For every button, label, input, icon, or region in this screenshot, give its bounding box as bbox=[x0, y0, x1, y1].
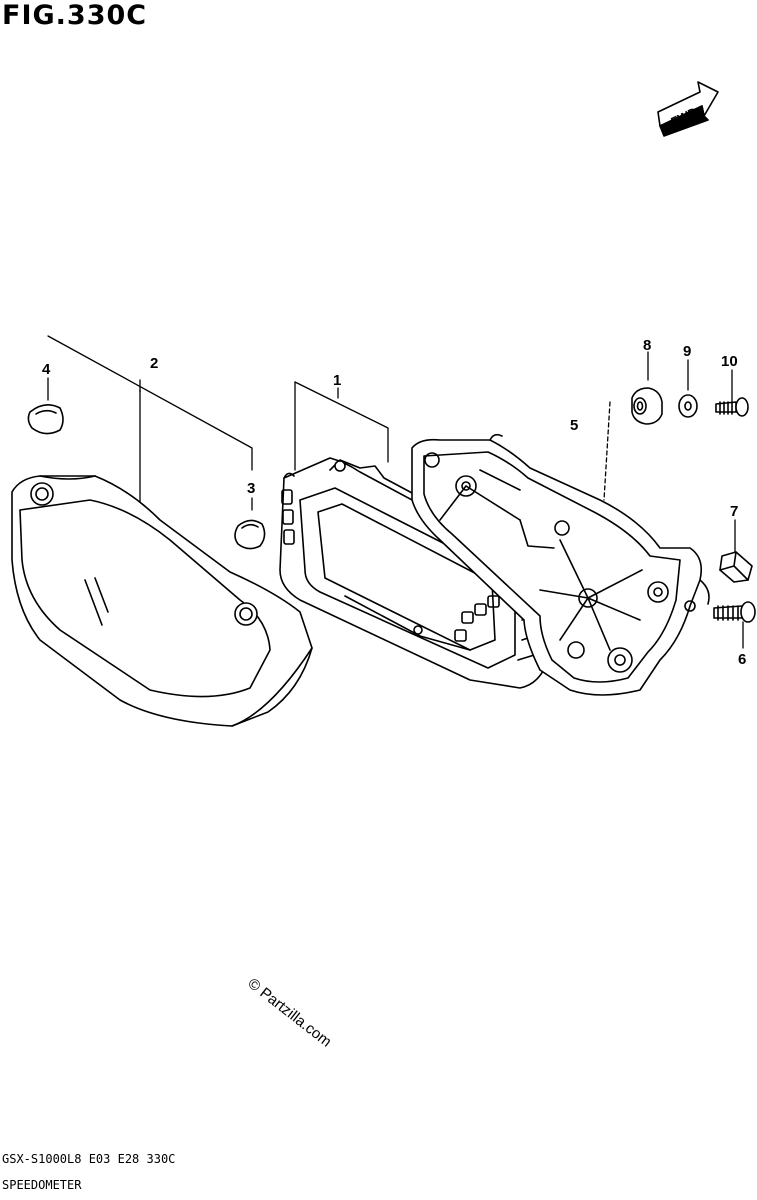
part-10-screw bbox=[715, 397, 749, 417]
part-2-meter-cover bbox=[11, 475, 313, 727]
part-6-screw bbox=[713, 601, 756, 623]
leader-lines bbox=[47, 335, 744, 649]
part-9-washer bbox=[678, 394, 698, 418]
callout-8: 8 bbox=[643, 337, 651, 354]
fwd-arrow-icon: FWD bbox=[657, 81, 719, 137]
part-5-rear-case bbox=[411, 433, 710, 696]
callout-10: 10 bbox=[721, 353, 738, 370]
part-3-cap bbox=[234, 519, 266, 550]
callout-9: 9 bbox=[683, 343, 691, 360]
callout-2: 2 bbox=[150, 355, 158, 372]
part-4-cap bbox=[27, 404, 64, 435]
footer-section-name: SPEEDOMETER bbox=[2, 1178, 82, 1192]
callout-1: 1 bbox=[333, 372, 341, 389]
footer-model-code: GSX-S1000L8 E03 E28 330C bbox=[2, 1152, 176, 1166]
callout-5: 5 bbox=[570, 417, 578, 434]
callout-3: 3 bbox=[247, 480, 255, 497]
callout-6: 6 bbox=[738, 651, 746, 668]
part-7-clip-nut bbox=[719, 551, 753, 583]
callout-7: 7 bbox=[730, 503, 738, 520]
part-8-grommet bbox=[631, 387, 663, 425]
callout-4: 4 bbox=[42, 361, 51, 378]
figure-title: FIG.330C bbox=[2, 0, 148, 31]
